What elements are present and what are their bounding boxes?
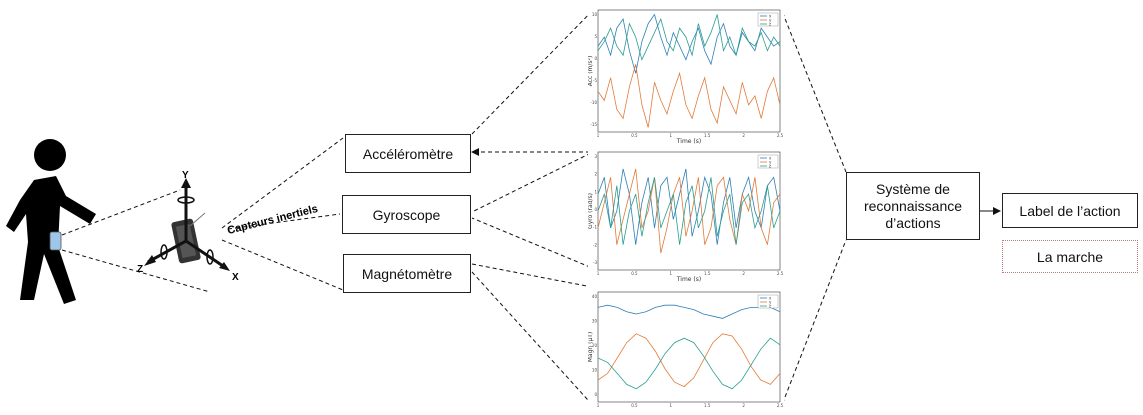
x-axis-label: Time (s) (676, 276, 701, 282)
axis-x-label: X (232, 272, 239, 283)
series-line-z (597, 14, 781, 61)
y-axis-label: Gyro (rad/s) (588, 193, 594, 229)
axis-z-label: Z (137, 264, 143, 275)
series-line-z (597, 177, 781, 245)
y-tick-label: 5 (594, 34, 597, 39)
x-axis-label: Time (s) (676, 138, 701, 144)
x-tick-label: 1 (670, 271, 673, 276)
y-tick-label: -2 (593, 242, 597, 247)
series-line-y (597, 333, 781, 388)
system-line-3: d’actions (885, 214, 941, 231)
accelerometer-box: Accéléromètre (345, 134, 471, 173)
y-tick-label: -10 (590, 100, 597, 105)
y-tick-label: 10 (592, 368, 598, 373)
magnetometer-plot: 1 0.5 1 1.5 2 2.5 40 30 20 10 0 Magn (µT) xyz (588, 286, 784, 414)
legend-entry: x (769, 296, 772, 301)
x-tick-label: 1 (597, 133, 600, 138)
legend-entry: z (769, 164, 771, 169)
y-tick-label: -5 (593, 78, 597, 83)
y-tick-label: 1 (594, 189, 597, 194)
axis-y-label: Y (182, 170, 189, 181)
y-tick-label: 0 (594, 56, 597, 61)
x-tick-label: 0.5 (631, 403, 638, 408)
series-line-x (597, 168, 781, 245)
gyroscope-box: Gyroscope (342, 195, 471, 234)
walking-person-icon (6, 139, 96, 304)
y-tick-label: -1 (593, 225, 597, 230)
x-tick-label: 1.5 (704, 271, 711, 276)
walking-example-text: La marche (1036, 248, 1104, 265)
system-line-2: reconnaissance (863, 197, 963, 214)
phone-axes-icon: Y Z X (137, 170, 239, 283)
y-axis-label: Acc (m/s²) (588, 56, 594, 87)
accelerometer-label: Accéléromètre (362, 145, 454, 162)
legend-entry: y (769, 18, 772, 23)
y-tick-label: 3 (594, 154, 597, 159)
action-label-text: Label de l’action (1019, 202, 1121, 219)
y-tick-label: 0 (594, 392, 597, 397)
y-tick-label: -15 (590, 122, 597, 127)
legend-entry: y (769, 300, 772, 305)
x-tick-label: 2 (742, 271, 745, 276)
series-line-y (597, 168, 781, 254)
system-line-1: Système de (876, 180, 950, 197)
y-tick-label: 40 (592, 294, 598, 299)
legend-entry: x (769, 156, 772, 161)
y-tick-label: -3 (593, 260, 597, 265)
plot-frame (597, 151, 781, 271)
x-tick-label: 1 (597, 271, 600, 276)
plot-frame (597, 291, 781, 403)
series-line-z (597, 337, 781, 390)
x-tick-label: 0.5 (631, 271, 638, 276)
x-tick-label: 1.5 (704, 133, 711, 138)
series-line-x (597, 13, 781, 74)
magnetometer-box: Magnétomètre (343, 254, 471, 293)
legend-entry: z (769, 304, 771, 309)
series-line-y (597, 64, 781, 128)
x-tick-label: 1 (597, 403, 600, 408)
legend-entry: y (769, 160, 772, 165)
series-line-x (597, 304, 781, 319)
walking-example-box: La marche (1002, 240, 1138, 273)
legend-entry: z (769, 22, 771, 27)
x-tick-label: 2.5 (777, 403, 784, 408)
y-tick-label: 2 (594, 172, 597, 177)
x-tick-label: 0.5 (631, 133, 638, 138)
action-recognition-system-box: Système de reconnaissance d’actions (846, 172, 980, 240)
x-tick-label: 1 (670, 133, 673, 138)
action-label-box: Label de l’action (1002, 193, 1138, 228)
magnetometer-label: Magnétomètre (361, 265, 453, 282)
legend-entry: x (769, 14, 772, 19)
x-tick-label: 1 (670, 403, 673, 408)
y-tick-label: 30 (592, 319, 598, 324)
y-tick-label: 10 (592, 12, 598, 17)
x-tick-label: 2 (742, 133, 745, 138)
x-tick-label: 2.5 (777, 133, 784, 138)
x-tick-label: 1.5 (704, 403, 711, 408)
y-tick-label: 20 (592, 343, 598, 348)
y-tick-label: 0 (594, 207, 597, 212)
x-tick-label: 2.5 (777, 271, 784, 276)
y-axis-label: Magn (µT) (588, 332, 594, 363)
x-tick-label: 2 (742, 403, 745, 408)
gyroscope-label: Gyroscope (372, 206, 441, 223)
